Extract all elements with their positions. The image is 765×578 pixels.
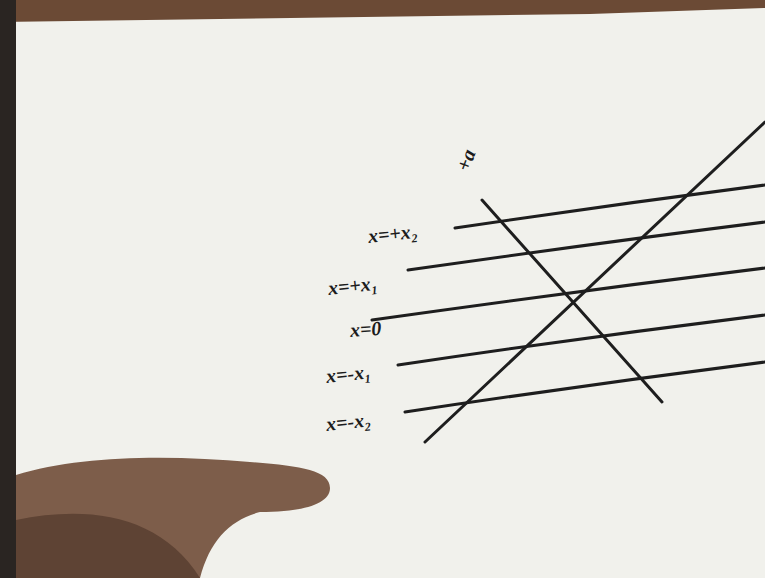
- level-label: x=0: [349, 318, 382, 340]
- sketch-lines: [372, 122, 765, 442]
- level-line: [405, 362, 765, 412]
- level-line: [372, 268, 765, 320]
- hand: [16, 458, 330, 578]
- level-label: x=-x₂: [325, 409, 372, 434]
- axis-label: +a: [453, 146, 479, 173]
- level-line: [398, 315, 765, 365]
- level-label: x=+x₁: [327, 273, 379, 298]
- hand-shadow: [16, 514, 200, 578]
- diagonal-line: [425, 122, 765, 442]
- level-label: x=-x₁: [325, 361, 372, 386]
- top-edge: [0, 0, 765, 22]
- level-label: x=+x₂: [367, 221, 419, 246]
- level-line: [408, 222, 765, 270]
- left-edge: [0, 0, 16, 578]
- diagonal-line: [482, 200, 662, 402]
